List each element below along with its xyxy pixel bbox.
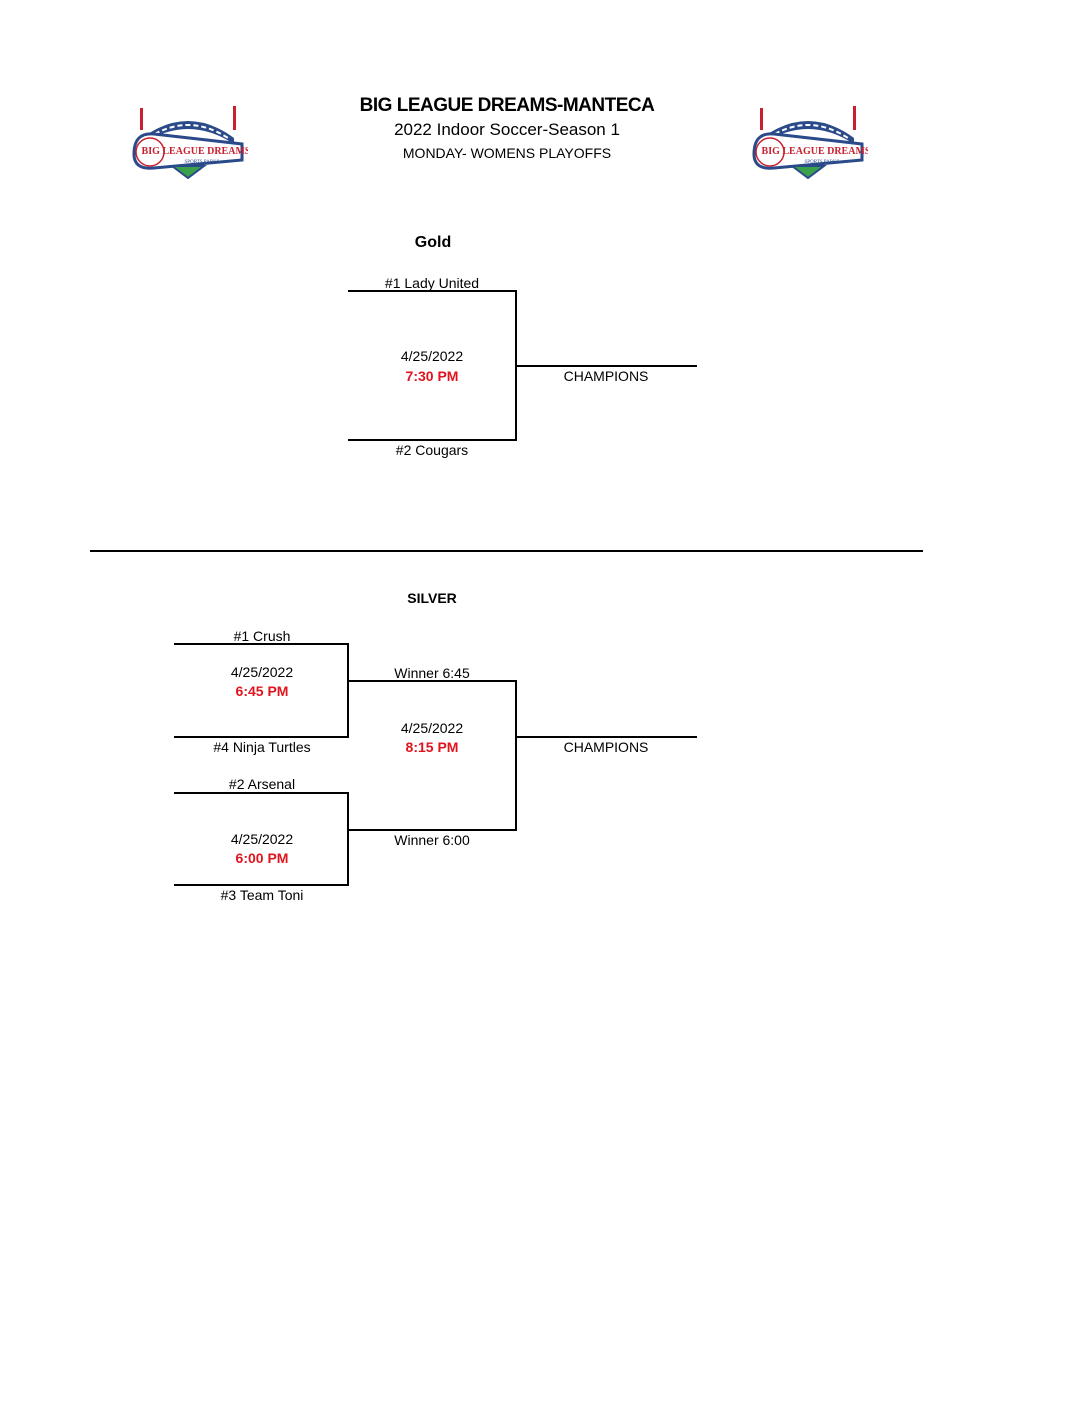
silver-final-slot-1-line xyxy=(347,680,517,682)
silver-semi1-date: 4/25/2022 xyxy=(230,664,294,680)
silver-semi2-team-2-line xyxy=(174,884,349,886)
silver-semi2-team-2: #3 Team Toni xyxy=(220,887,304,903)
silver-semi1-team-2: #4 Ninja Turtles xyxy=(213,739,311,755)
silver-final-date: 4/25/2022 xyxy=(400,720,464,736)
gold-team-1-line xyxy=(348,290,517,292)
gold-team-2: #2 Cougars xyxy=(395,442,469,458)
page-title: BIG LEAGUE DREAMS-MANTECA xyxy=(359,95,655,116)
gold-match-date: 4/25/2022 xyxy=(400,348,464,364)
silver-final-slot-1: Winner 6:45 xyxy=(394,665,470,681)
gold-team-1: #1 Lady United xyxy=(384,275,480,291)
season-subtitle: 2022 Indoor Soccer-Season 1 xyxy=(394,120,620,139)
silver-champion-line xyxy=(515,736,697,738)
silver-semi1-team-1: #1 Crush xyxy=(233,628,291,644)
silver-final-slot-2: Winner 6:00 xyxy=(394,832,470,848)
silver-semi2-date: 4/25/2022 xyxy=(230,831,294,847)
svg-text:SPORTS PARKS: SPORTS PARKS xyxy=(805,160,840,165)
silver-semi2-time: 6:00 PM xyxy=(235,850,289,866)
silver-final-time: 8:15 PM xyxy=(405,739,459,755)
silver-final-slot-2-line xyxy=(347,829,517,831)
silver-semi2-connector xyxy=(347,792,349,886)
svg-text:SPORTS PARKS: SPORTS PARKS xyxy=(185,160,220,165)
silver-semi1-connector xyxy=(347,643,349,737)
big-league-dreams-logo-left: BIG LEAGUE DREAMS SPORTS PARKS xyxy=(132,106,248,180)
gold-team-2-line xyxy=(348,439,517,441)
silver-champions-label: CHAMPIONS xyxy=(563,739,649,755)
gold-champions-label: CHAMPIONS xyxy=(563,368,649,384)
gold-match-time: 7:30 PM xyxy=(405,368,459,384)
silver-bracket-title: SILVER xyxy=(407,590,457,606)
silver-semi2-team-1: #2 Arsenal xyxy=(228,776,296,792)
silver-semi1-time: 6:45 PM xyxy=(235,683,289,699)
silver-final-connector xyxy=(515,680,517,831)
silver-semi2-team-1-line xyxy=(174,792,349,794)
event-subtitle: MONDAY- WOMENS PLAYOFFS xyxy=(402,145,612,161)
silver-semi1-team-1-line xyxy=(174,643,349,645)
gold-champion-line xyxy=(515,365,697,367)
gold-bracket-title: Gold xyxy=(414,234,452,251)
section-divider xyxy=(90,550,923,552)
big-league-dreams-logo-right: BIG LEAGUE DREAMS SPORTS PARKS xyxy=(752,106,868,180)
silver-semi1-team-2-line xyxy=(174,736,349,738)
svg-text:BIG LEAGUE DREAMS: BIG LEAGUE DREAMS xyxy=(762,146,868,157)
svg-text:BIG LEAGUE DREAMS: BIG LEAGUE DREAMS xyxy=(142,146,248,157)
